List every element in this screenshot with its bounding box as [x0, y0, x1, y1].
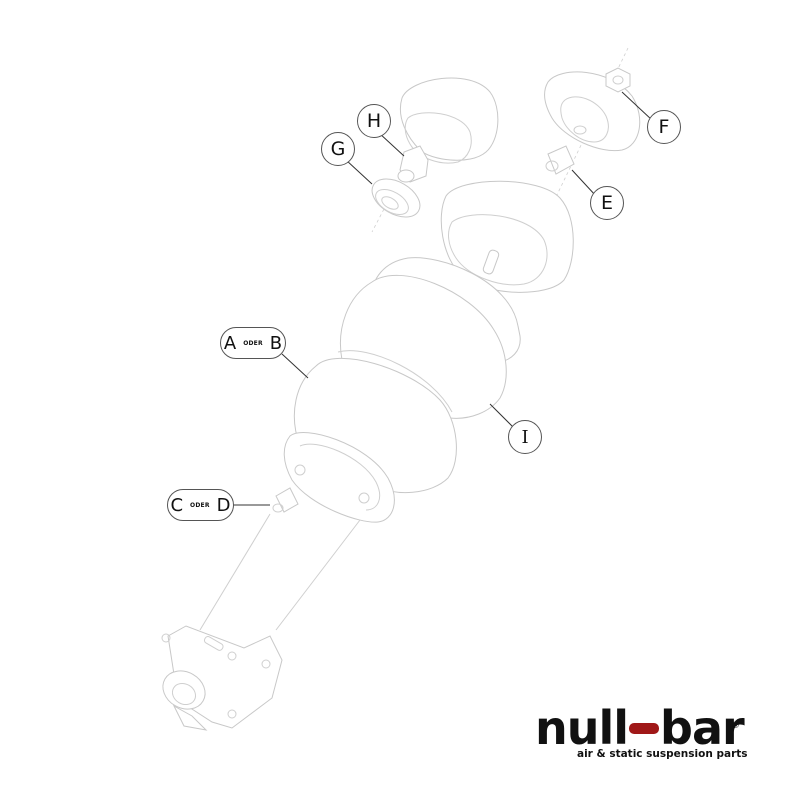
logo-word-left: null	[535, 701, 629, 755]
callout-a-label: A	[223, 332, 237, 354]
bottom-bracket	[161, 625, 283, 731]
callout-f: F	[647, 110, 681, 144]
axis-line-top-left	[371, 139, 421, 233]
callout-h-label: H	[366, 110, 382, 132]
upper-cap-left	[400, 77, 499, 164]
callout-b-label: B	[269, 332, 283, 354]
logo-dash	[629, 723, 660, 734]
bearing-g	[371, 178, 421, 218]
top-plate-right	[544, 71, 641, 152]
nut-f	[605, 67, 631, 93]
callout-d-label: D	[216, 494, 231, 516]
callout-e: E	[590, 186, 624, 220]
callout-h: H	[357, 104, 391, 138]
spacer-e	[545, 145, 575, 175]
logo-word-right: bar	[660, 701, 745, 755]
callout-a-oder-b: A ODER B	[220, 327, 286, 359]
lower-flange	[283, 432, 395, 523]
shock-body	[199, 513, 361, 631]
callout-e-label: E	[600, 192, 613, 214]
callout-c-label: C	[170, 494, 184, 516]
registered-mark: ®	[731, 721, 740, 731]
logo-tagline: air & static suspension parts	[577, 748, 748, 760]
callout-f-label: F	[658, 116, 670, 138]
bushing-h	[397, 145, 429, 183]
air-valve-fitting	[272, 487, 299, 513]
callout-cd-connector: ODER	[190, 501, 210, 509]
callout-i: I	[508, 420, 542, 454]
callout-i-label: I	[521, 426, 529, 448]
callout-ab-connector: ODER	[243, 339, 263, 347]
callout-g-label: G	[330, 138, 346, 160]
callout-g: G	[321, 132, 355, 166]
leader-lines	[233, 91, 653, 506]
top-mount	[440, 180, 574, 293]
callout-c-oder-d: C ODER D	[167, 489, 234, 521]
